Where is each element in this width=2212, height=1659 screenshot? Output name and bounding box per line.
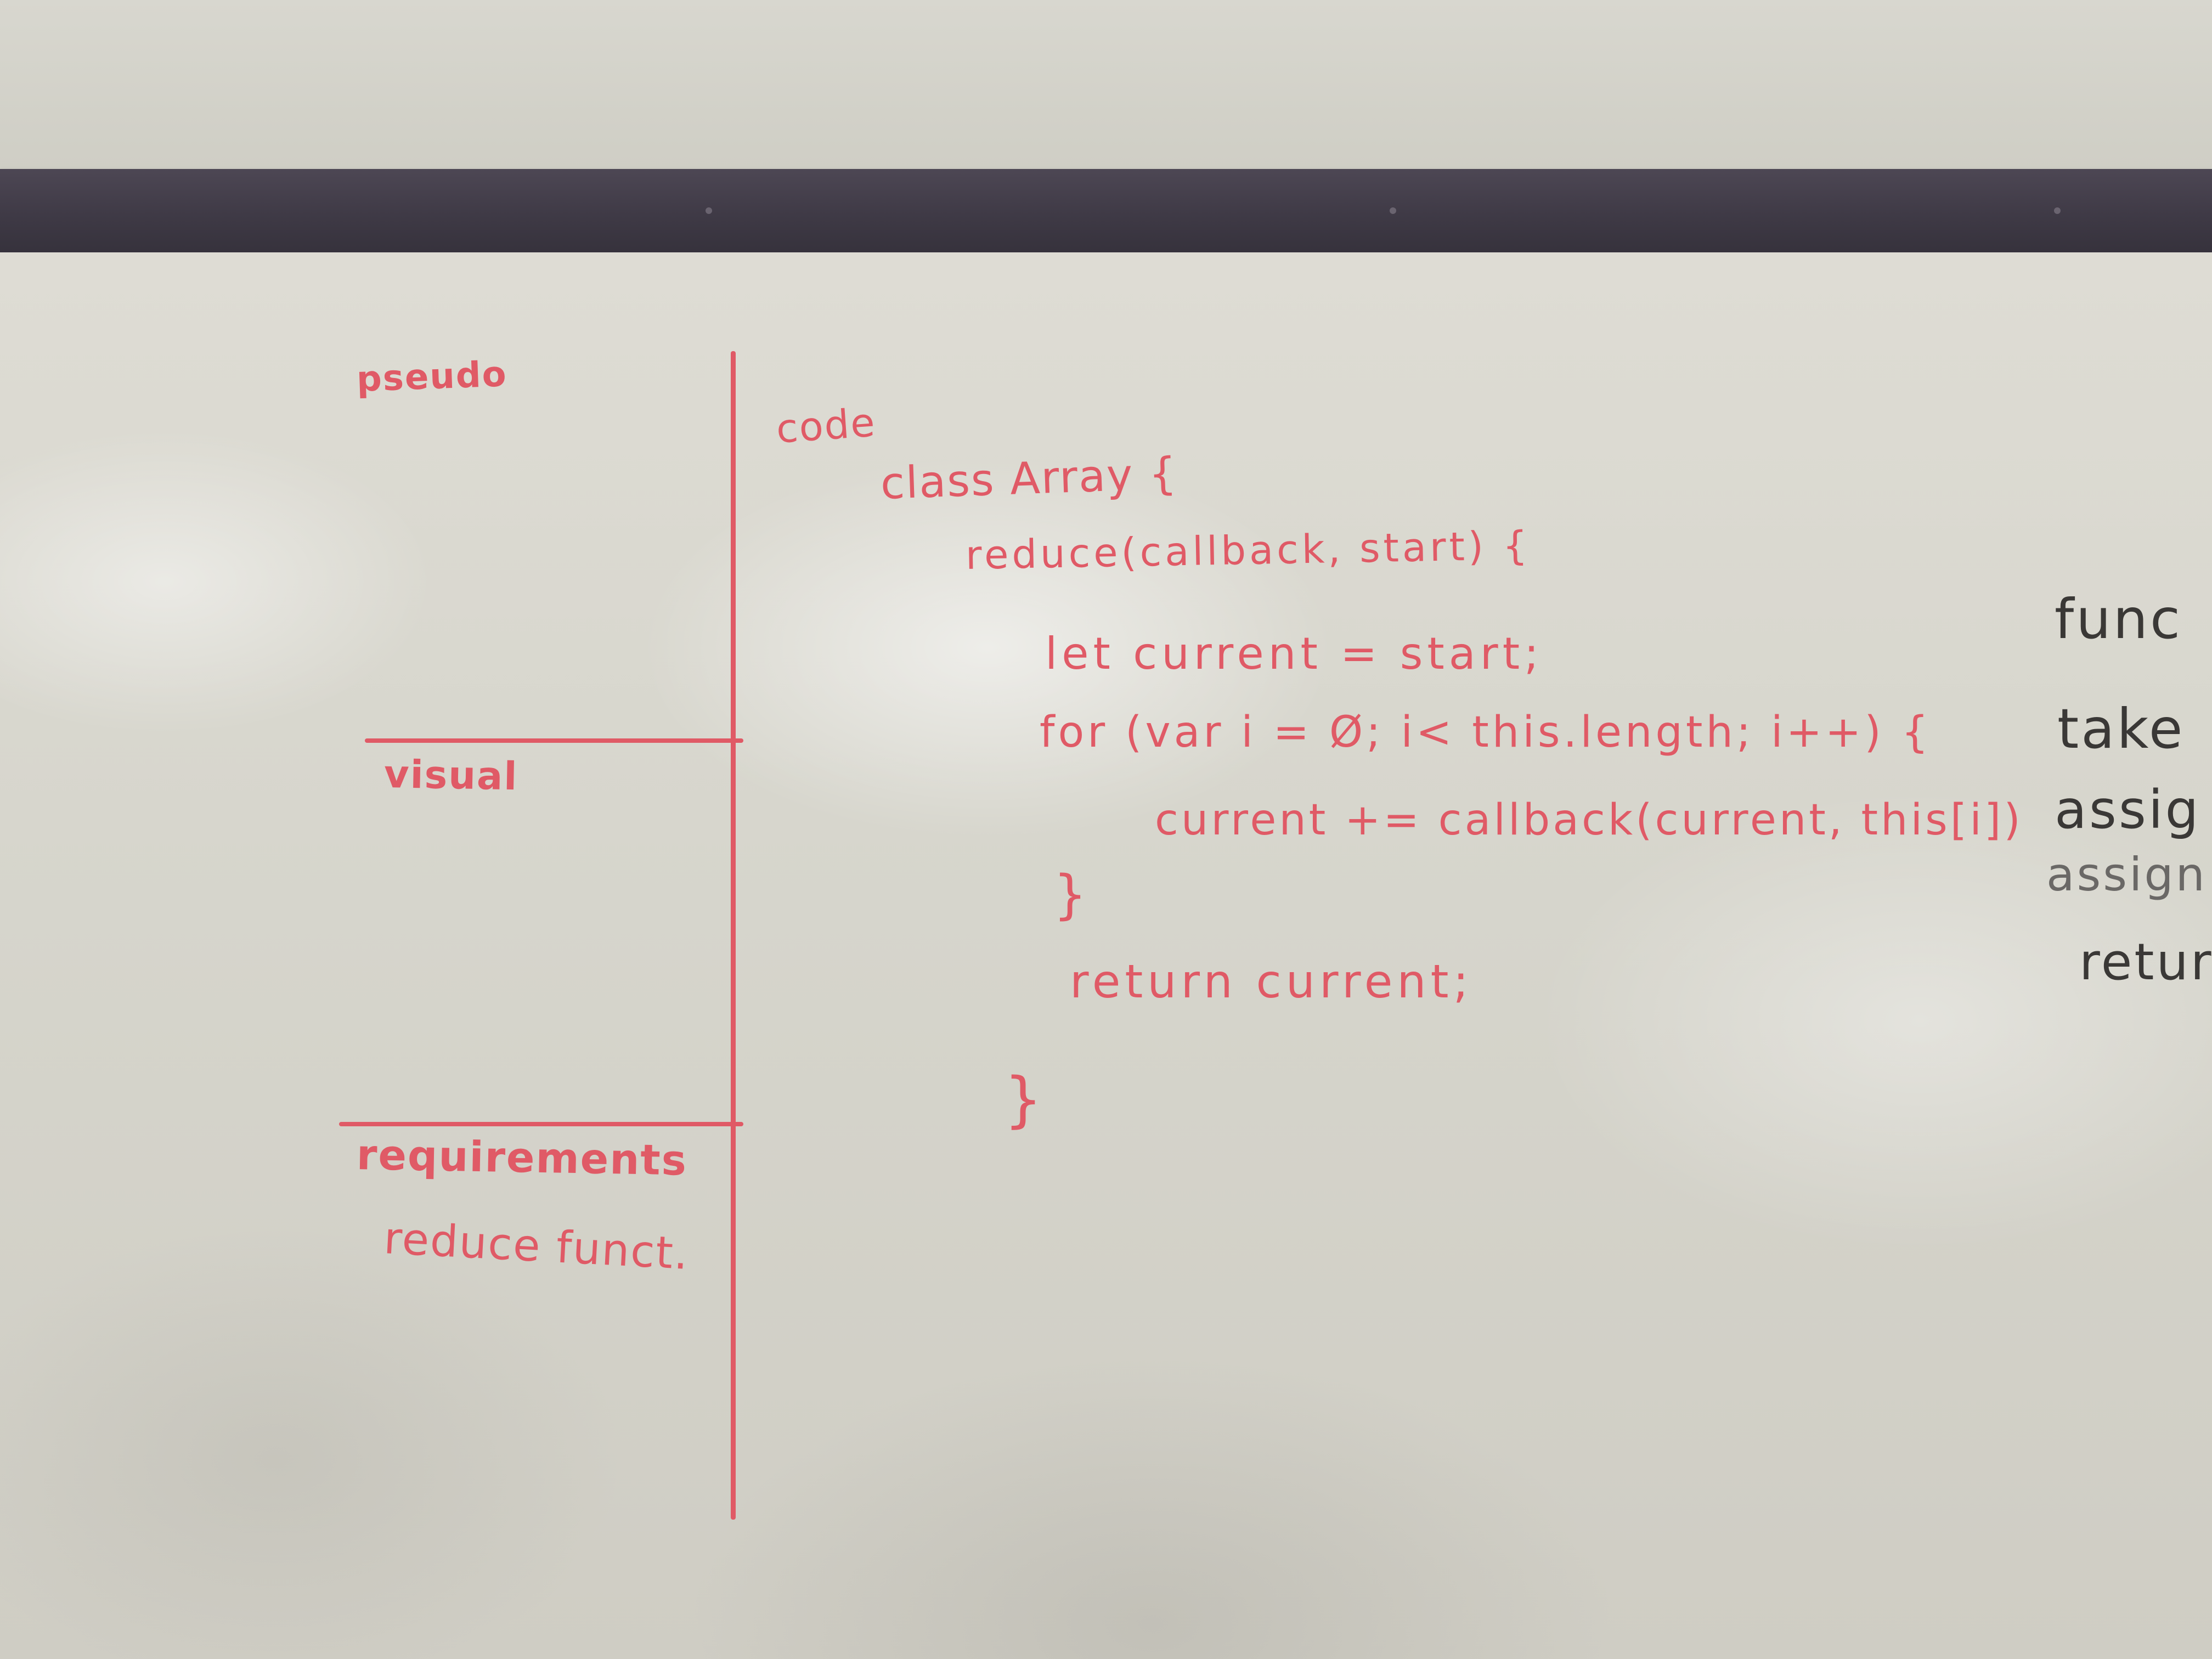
column-divider (731, 351, 736, 1520)
rail-screw (1390, 207, 1396, 214)
side-note-line: take (2057, 697, 2185, 761)
whiteboard-rail (0, 169, 2212, 252)
section-heading-pseudo: pseudo (356, 354, 508, 400)
section-heading-code: code (775, 399, 878, 452)
code-body-line: current += callback(current, this[i]) (1155, 795, 2023, 845)
section-divider-visual (365, 738, 743, 743)
code-close-method: } (1004, 1064, 1043, 1135)
side-note-line: assig (2055, 779, 2201, 840)
side-note-line: func (2055, 587, 2182, 651)
wall (0, 0, 2212, 170)
rail-screw (706, 207, 712, 214)
code-method-declaration: reduce(callback, start) { (965, 522, 1532, 578)
code-class-declaration: class Array { (879, 448, 1179, 509)
code-close-for: } (1053, 864, 1088, 926)
code-for-line: for (var i = Ø; i< this.length; i++) { (1040, 708, 1932, 757)
side-note-line: retur (2079, 933, 2212, 991)
rail-screw (2054, 207, 2061, 214)
side-note-line: assign (2046, 848, 2207, 901)
whiteboard-surface (0, 252, 2212, 1659)
section-heading-visual: visual (383, 752, 519, 799)
code-return-line: return current; (1070, 955, 1473, 1008)
section-heading-requirements: requirements (356, 1130, 688, 1185)
section-divider-requirements (339, 1122, 743, 1126)
code-let-line: let current = start; (1045, 628, 1544, 679)
